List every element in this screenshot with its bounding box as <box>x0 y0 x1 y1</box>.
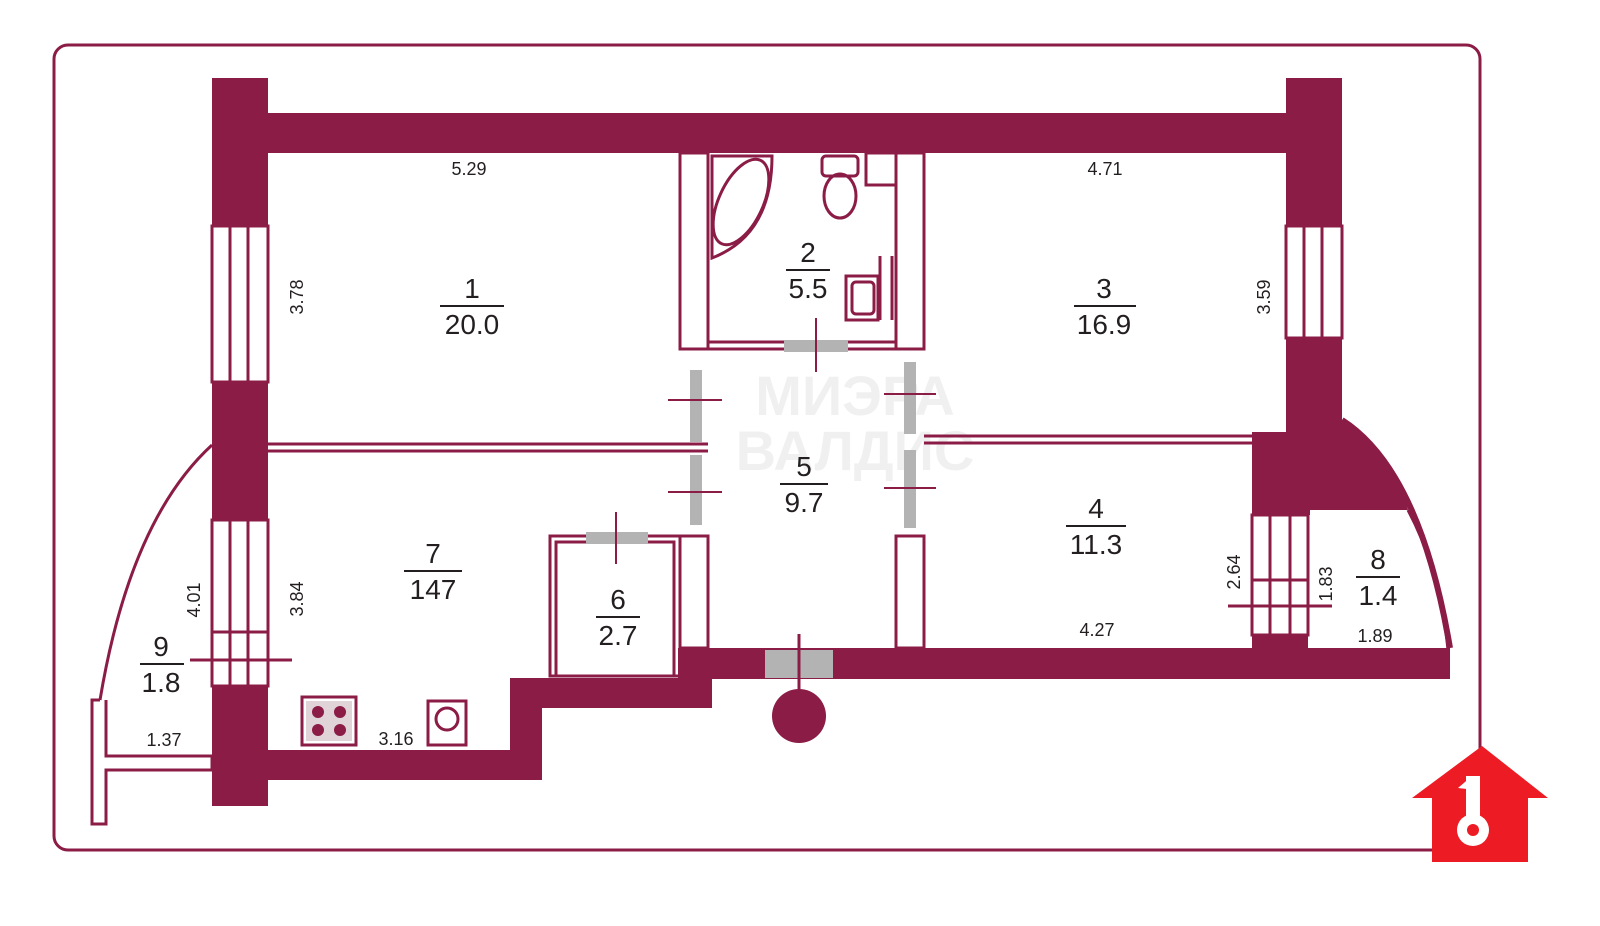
house-key-icon <box>1412 746 1548 862</box>
wall-right-mid <box>1286 338 1342 438</box>
wall-left-bottom <box>212 686 268 806</box>
svg-text:20.0: 20.0 <box>445 309 500 340</box>
wall-left-top <box>212 78 268 228</box>
svg-text:11.3: 11.3 <box>1070 529 1122 560</box>
svg-text:5.5: 5.5 <box>789 273 828 304</box>
wall-top <box>268 113 1288 153</box>
svg-text:5: 5 <box>796 451 812 482</box>
wall-bottom-left <box>268 678 712 780</box>
dim-r3-height: 3.59 <box>1254 279 1274 314</box>
room-4-label: 4 11.3 <box>1066 493 1126 560</box>
watermark-line-1: МИЭРА <box>755 364 955 427</box>
washing-machine <box>426 699 468 747</box>
svg-text:1: 1 <box>464 273 480 304</box>
wall-pillar-8 <box>1252 632 1308 652</box>
svg-text:1.8: 1.8 <box>142 667 181 698</box>
room-3-label: 3 16.9 <box>1074 273 1136 340</box>
room-9-label: 9 1.8 <box>140 631 184 698</box>
windows <box>210 224 1344 688</box>
svg-text:4: 4 <box>1088 493 1104 524</box>
room-1-label: 1 20.0 <box>440 273 504 340</box>
dim-r8-right: 1.83 <box>1316 566 1336 601</box>
door-room1 <box>690 370 702 442</box>
watermark: МИЭРА ВАЛДИС <box>736 364 975 482</box>
doors <box>586 340 916 678</box>
dim-r1-height: 3.78 <box>287 279 307 314</box>
window-room1 <box>210 224 270 384</box>
room-5-label: 5 9.7 <box>780 451 828 518</box>
svg-text:147: 147 <box>410 574 457 605</box>
dim-r1-width: 5.29 <box>451 159 486 179</box>
dim-r8-left: 2.64 <box>1224 554 1244 589</box>
dim-r7-height: 3.84 <box>287 581 307 616</box>
room-6-label: 6 2.7 <box>596 584 640 651</box>
room-2-label: 2 5.5 <box>786 237 830 304</box>
svg-text:7: 7 <box>425 538 441 569</box>
dimension-labels: 5.29 4.71 4.27 3.16 1.37 1.89 3.78 3.59 … <box>146 159 1392 750</box>
svg-text:16.9: 16.9 <box>1077 309 1132 340</box>
plan-frame <box>52 43 1482 852</box>
room-7-label: 7 147 <box>404 538 462 605</box>
door-room3 <box>904 362 916 434</box>
wall-right-top <box>1286 78 1342 228</box>
dim-r9-width: 1.37 <box>146 730 181 750</box>
window-room4 <box>1250 513 1310 637</box>
balcony-arc-right <box>1406 509 1450 651</box>
dim-r3-width: 4.71 <box>1087 159 1122 179</box>
dim-r7-width: 3.16 <box>378 729 413 749</box>
dim-r9-height: 4.01 <box>184 582 204 617</box>
door-room7 <box>690 455 702 525</box>
svg-text:8: 8 <box>1370 544 1386 575</box>
stove <box>300 695 358 747</box>
svg-text:1.4: 1.4 <box>1359 580 1398 611</box>
room-labels: 1 20.0 2 5.5 3 16.9 4 11.3 5 9.7 6 2.7 <box>140 237 1400 698</box>
interior-walls <box>268 151 1252 678</box>
entrance-marker <box>772 689 826 743</box>
window-room3 <box>1284 224 1344 340</box>
balconies <box>90 417 1453 826</box>
svg-text:6: 6 <box>610 584 626 615</box>
dim-r4-width: 4.27 <box>1079 620 1114 640</box>
dim-r8-width: 1.89 <box>1357 626 1392 646</box>
wall-right-notch <box>1252 420 1408 515</box>
svg-text:2: 2 <box>800 237 816 268</box>
wall-left-mid <box>212 382 268 522</box>
svg-text:9: 9 <box>153 631 169 662</box>
balcony-rail-left <box>90 698 214 826</box>
balcony-outer-right <box>1340 417 1453 649</box>
room-8-label: 8 1.4 <box>1356 544 1400 611</box>
svg-text:9.7: 9.7 <box>785 487 824 518</box>
balcony-arc-left <box>98 443 214 701</box>
window-room7 <box>210 518 270 688</box>
svg-text:2.7: 2.7 <box>599 620 638 651</box>
svg-text:3: 3 <box>1096 273 1112 304</box>
watermark-line-2: ВАЛДИС <box>736 419 975 482</box>
